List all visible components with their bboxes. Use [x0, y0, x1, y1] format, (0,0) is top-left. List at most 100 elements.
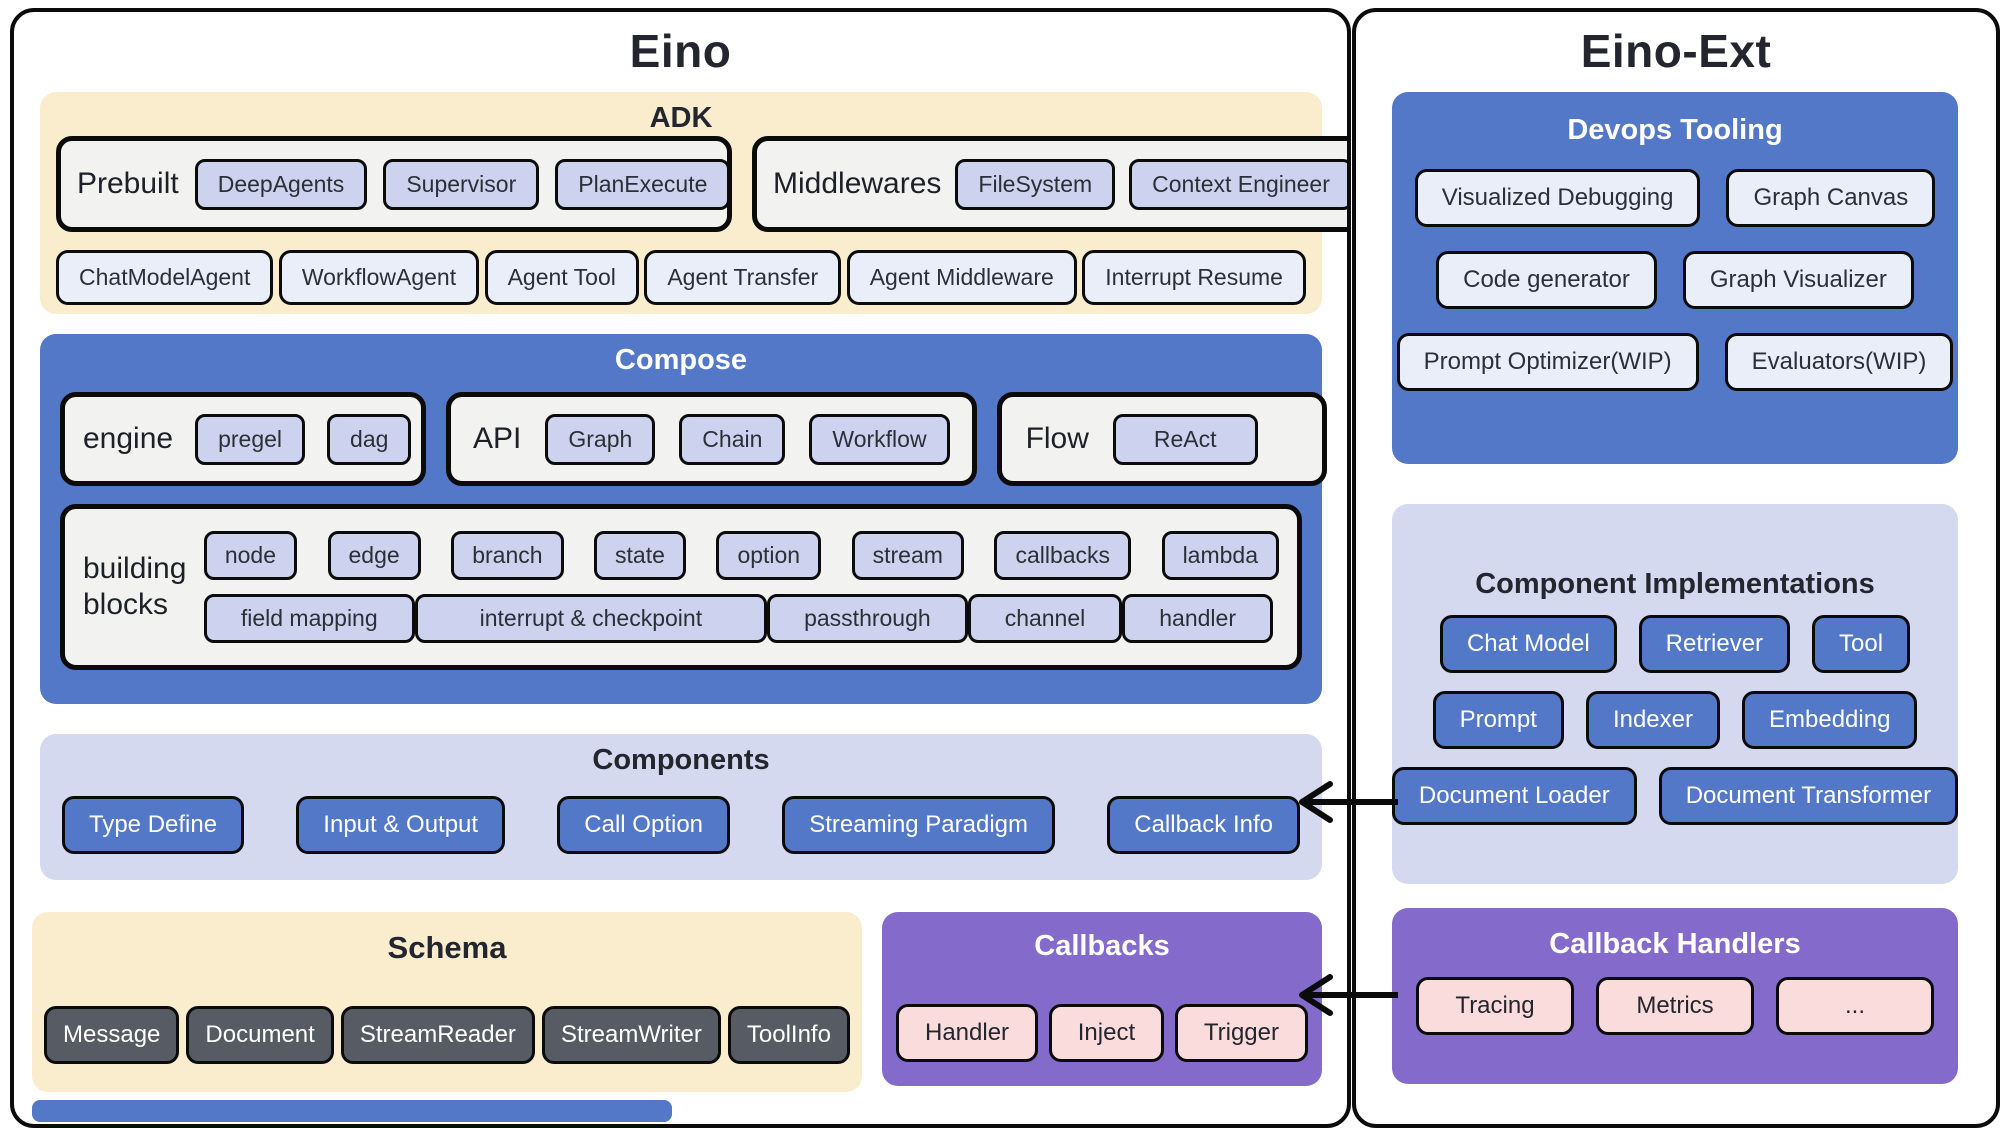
- tracing-box: Tracing: [1416, 977, 1574, 1035]
- evaluators-box: Evaluators(WIP): [1724, 333, 1954, 391]
- prebuilt-label: Prebuilt: [77, 167, 179, 200]
- engine-box: engine pregel dag: [60, 392, 426, 486]
- arrow-handlers-to-callbacks: [1299, 974, 1398, 1016]
- building-blocks-grid: node edge branch state option stream cal…: [203, 531, 1279, 643]
- adk-boxes-row: Prebuilt DeepAgents Supervisor PlanExecu…: [56, 136, 1347, 232]
- devops-tooling-title: Devops Tooling: [1567, 114, 1783, 146]
- toolinfo-box: ToolInfo: [727, 1006, 850, 1064]
- pill-react: ReAct: [1112, 413, 1258, 465]
- flow-label: Flow: [1025, 422, 1089, 455]
- implementations-rows: Chat Model Retriever Tool Prompt Indexer…: [1391, 615, 1959, 825]
- visualized-debugging-box: Visualized Debugging: [1414, 169, 1701, 227]
- pill-interrupt-checkpoint: interrupt & checkpoint: [414, 594, 768, 643]
- tool-box: Tool: [1812, 615, 1911, 673]
- devops-rows: Visualized Debugging Graph Canvas Code g…: [1392, 169, 1958, 391]
- pill-chain: Chain: [679, 413, 786, 465]
- callbacks-section-title: Callbacks: [1034, 930, 1170, 962]
- prompt-box: Prompt: [1432, 691, 1564, 749]
- handler-box: Handler: [896, 1004, 1039, 1062]
- arrow-implementations-to-components: [1299, 781, 1398, 823]
- document-box: Document: [186, 1006, 334, 1064]
- graph-visualizer-box: Graph Visualizer: [1682, 251, 1914, 309]
- callback-handlers-section: Callback Handlers Tracing Metrics ...: [1392, 908, 1958, 1084]
- type-define-box: Type Define: [62, 796, 245, 854]
- pill-stream: stream: [851, 531, 964, 580]
- adk-agents-row: ChatModelAgent WorkflowAgent Agent Tool …: [56, 250, 1306, 305]
- building-blocks-row1: node edge branch state option stream cal…: [203, 531, 1279, 580]
- schema-section: Schema Message Document StreamReader Str…: [32, 912, 862, 1092]
- middlewares-label: Middlewares: [773, 167, 942, 200]
- ellipsis-box: ...: [1776, 977, 1934, 1035]
- pill-workflow: Workflow: [809, 413, 950, 465]
- code-generator-box: Code generator: [1436, 251, 1657, 309]
- message-box: Message: [44, 1006, 180, 1064]
- devops-row1: Visualized Debugging Graph Canvas: [1414, 169, 1936, 227]
- compose-section: Compose engine pregel dag API Graph Chai…: [40, 334, 1327, 704]
- pill-graph: Graph: [545, 413, 656, 465]
- implementations-row3: Document Loader Document Transformer: [1391, 767, 1959, 825]
- trigger-box: Trigger: [1174, 1004, 1308, 1062]
- components-section-title: Components: [592, 744, 770, 776]
- pill-channel: channel: [967, 594, 1123, 643]
- compose-top-row: engine pregel dag API Graph Chain Workfl…: [60, 392, 1327, 486]
- retriever-box: Retriever: [1638, 615, 1791, 673]
- devops-tooling-section: Devops Tooling Visualized Debugging Grap…: [1392, 92, 1958, 464]
- pill-context-engineer: Context Engineer: [1129, 158, 1347, 210]
- adk-section-title: ADK: [649, 102, 713, 134]
- pill-deepagents: DeepAgents: [194, 158, 368, 210]
- eino-title: Eino: [629, 25, 732, 77]
- graph-canvas-box: Graph Canvas: [1726, 169, 1936, 227]
- streamreader-box: StreamReader: [340, 1006, 535, 1064]
- agent-transfer-box: Agent Transfer: [644, 250, 842, 305]
- document-loader-box: Document Loader: [1391, 767, 1637, 825]
- pill-pregel: pregel: [195, 413, 306, 465]
- callbacks-section: Callbacks Handler Inject Trigger: [882, 912, 1322, 1086]
- pill-supervisor: Supervisor: [383, 158, 540, 210]
- eino-ext-panel: Eino-Ext Devops Tooling Visualized Debug…: [1352, 8, 2000, 1128]
- building-blocks-row2: field mapping interrupt & checkpoint pas…: [203, 594, 1279, 643]
- component-implementations-title: Component Implementations: [1475, 568, 1875, 600]
- pill-branch: branch: [451, 531, 564, 580]
- compose-section-title: Compose: [614, 344, 748, 376]
- inject-box: Inject: [1048, 1004, 1165, 1062]
- devops-row2: Code generator Graph Visualizer: [1436, 251, 1914, 309]
- building-blocks-label: building blocks: [83, 552, 187, 621]
- prebuilt-box: Prebuilt DeepAgents Supervisor PlanExecu…: [56, 136, 732, 232]
- callback-handlers-row: Tracing Metrics ...: [1392, 977, 1958, 1035]
- call-option-box: Call Option: [557, 796, 731, 854]
- agent-middleware-box: Agent Middleware: [846, 250, 1077, 305]
- pill-passthrough: passthrough: [767, 594, 968, 643]
- components-section: Components Type Define Input & Output Ca…: [40, 734, 1322, 880]
- pill-edge: edge: [327, 531, 421, 580]
- indexer-box: Indexer: [1585, 691, 1720, 749]
- eino-panel: Eino ADK Prebuilt DeepAgents Supervisor …: [10, 8, 1351, 1128]
- pill-state: state: [594, 531, 686, 580]
- pill-filesystem: FileSystem: [955, 158, 1116, 210]
- components-row: Type Define Input & Output Call Option S…: [62, 796, 1300, 854]
- streamwriter-box: StreamWriter: [541, 1006, 721, 1064]
- document-transformer-box: Document Transformer: [1658, 767, 1959, 825]
- engine-label: engine: [83, 422, 174, 455]
- schema-row: Message Document StreamReader StreamWrit…: [44, 1006, 850, 1064]
- pill-field-mapping: field mapping: [203, 594, 415, 643]
- input-output-box: Input & Output: [296, 796, 506, 854]
- component-implementations-section: Component Implementations Chat Model Ret…: [1391, 504, 1959, 884]
- eino-ext-title: Eino-Ext: [1580, 25, 1772, 77]
- callbacks-row: Handler Inject Trigger: [896, 1004, 1308, 1062]
- devops-row3: Prompt Optimizer(WIP) Evaluators(WIP): [1396, 333, 1954, 391]
- chatmodelagent-box: ChatModelAgent: [56, 250, 274, 305]
- building-blocks-box: building blocks node edge branch state o…: [60, 504, 1302, 670]
- streaming-paradigm-box: Streaming Paradigm: [782, 796, 1056, 854]
- api-label: API: [473, 422, 522, 455]
- embedding-box: Embedding: [1742, 691, 1918, 749]
- flow-box: Flow ReAct: [996, 392, 1327, 486]
- interrupt-resume-box: Interrupt Resume: [1082, 250, 1306, 305]
- pill-option: option: [716, 531, 822, 580]
- pill-callbacks: callbacks: [994, 531, 1132, 580]
- pill-handler: handler: [1122, 594, 1273, 643]
- metrics-box: Metrics: [1596, 977, 1754, 1035]
- implementations-row1: Chat Model Retriever Tool: [1439, 615, 1911, 673]
- clipped-blue-block: [32, 1100, 672, 1122]
- prompt-optimizer-box: Prompt Optimizer(WIP): [1396, 333, 1699, 391]
